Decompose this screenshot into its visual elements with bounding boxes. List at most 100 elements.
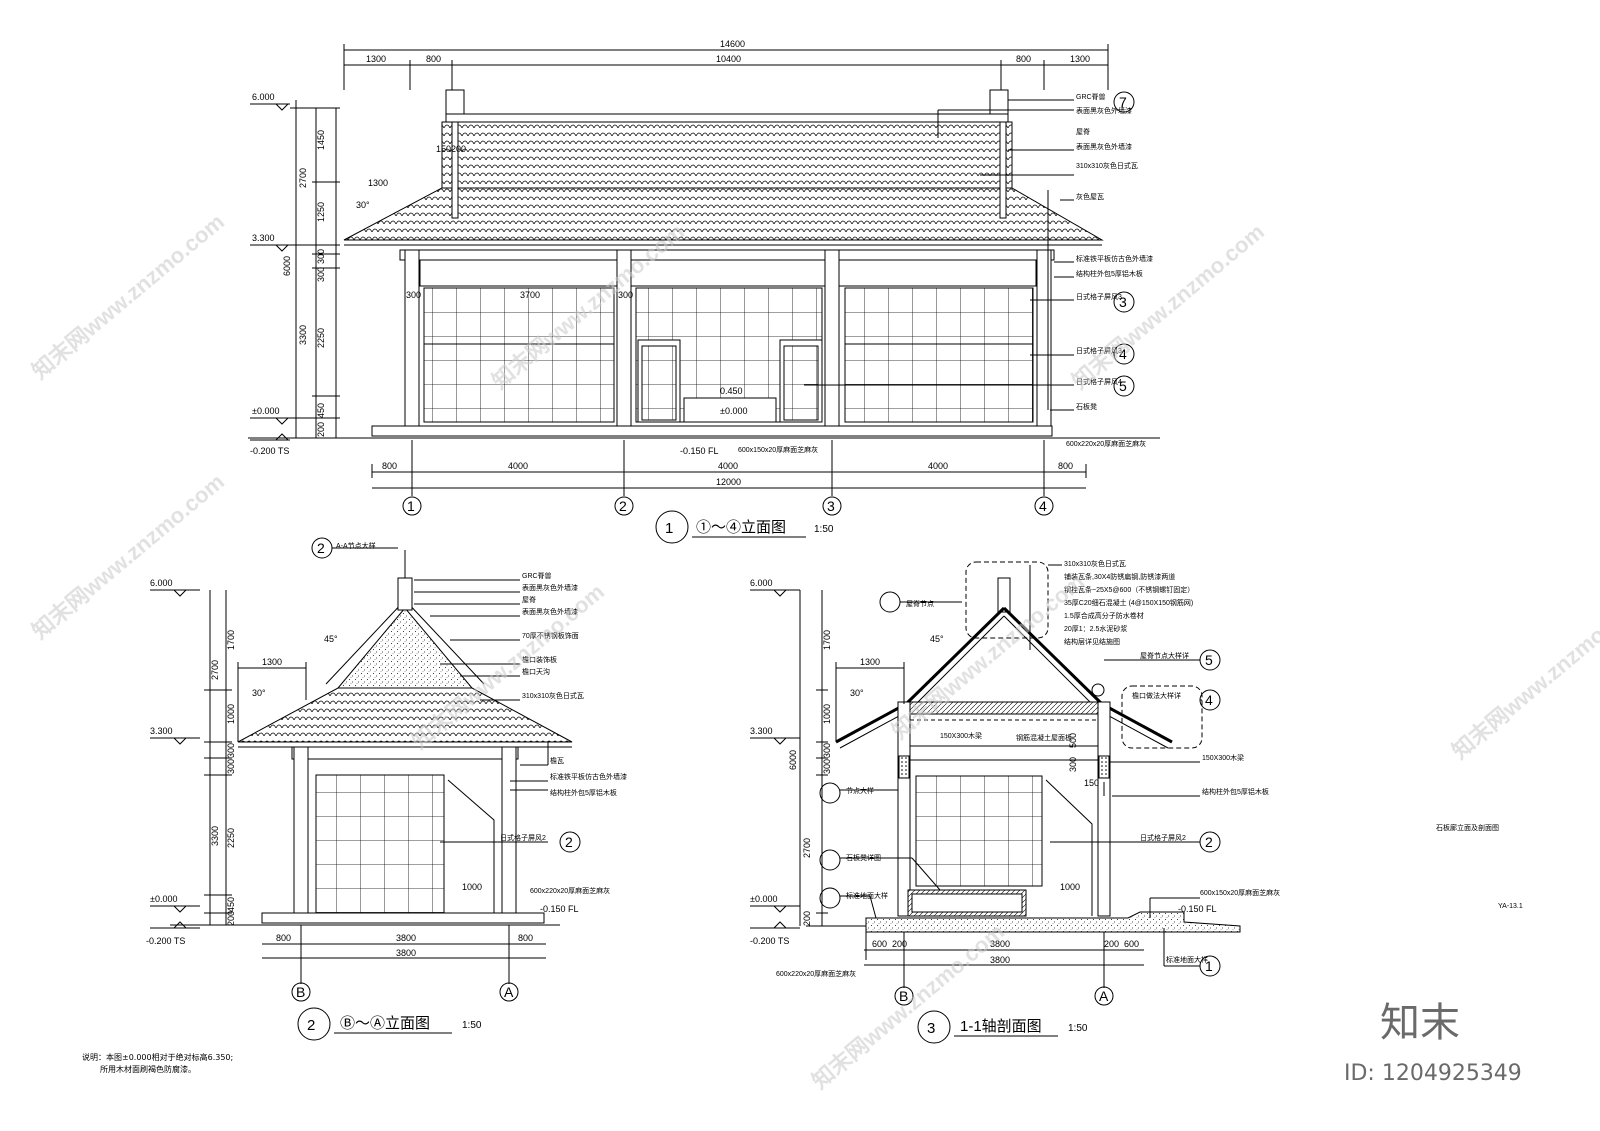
v3-bdim-left2: 200 — [892, 939, 907, 949]
v1-label-10: 日式格子屏风3 — [1076, 346, 1122, 355]
v1-eave-overhang: 1300 — [368, 178, 388, 188]
v3-vdim-1: 1700 — [822, 630, 832, 650]
v1-callout-5: 5 — [1119, 378, 1127, 394]
v1-title: ①～④立面图 — [696, 519, 786, 536]
v3-ceiling: 钢筋混凝土屋面板 — [1016, 733, 1072, 742]
view2-text: A-A节点大样 2 6.000 3.300 ±0.000 -0.200 TS 1… — [146, 540, 627, 1034]
v3-vdim-5: 2700 — [802, 838, 812, 858]
brand-logo: 知末 — [1380, 1000, 1460, 1046]
v1-post2: 300 — [618, 290, 633, 300]
v2-label-2: 表面黑灰色外墙漆 — [522, 583, 578, 592]
v1-bay-width: 3700 — [520, 290, 540, 300]
v3-bdim-left: 600 — [872, 939, 887, 949]
v1-vdim-7: 200 — [316, 422, 326, 437]
v3-roof-layer-2: 铺装瓦条,30X4防锈扁钢,防锈漆两道 — [1064, 572, 1175, 581]
v3-slope-top: 45° — [930, 634, 944, 644]
v3-bdim-right: 600 — [1124, 939, 1139, 949]
v3-paving-a: 600x150x20厚麻面芝麻灰 — [1200, 888, 1280, 897]
view2-elevation — [150, 537, 581, 1041]
v3-ridge-layer: 屋脊节点大样详 — [1140, 651, 1189, 660]
v3-dim500: 500 — [1068, 733, 1078, 748]
view3-text: 310x310灰色日式瓦 铺装瓦条,30X4防锈扁钢,防锈漆两道 钢挂瓦条~25… — [750, 559, 1280, 1037]
v1-bdim-bay3: 4000 — [928, 461, 948, 471]
v2-scale: 1:50 — [462, 1020, 482, 1031]
v2-vdim-9: 3300 — [210, 826, 220, 846]
v3-depth: 1000 — [1060, 882, 1080, 892]
v3-bdim-right2: 200 — [1104, 939, 1119, 949]
v2-vdim-6: 450 — [226, 897, 236, 912]
v2-label-9: 檐瓦 — [550, 756, 564, 765]
v2-vdim-2: 1000 — [226, 704, 236, 724]
v1-label-2: 表面黑灰色外墙漆 — [1076, 106, 1132, 115]
v3-vdim-2: 1000 — [822, 704, 832, 724]
v3-beam-r: 150X300木梁 — [1202, 753, 1244, 762]
v1-vdim-6: 450 — [316, 403, 326, 418]
v2-title-number: 2 — [307, 1017, 315, 1034]
watermark-6: 知末网www.znzmo.com — [887, 569, 1089, 744]
v1-dim-middle: 10400 — [716, 54, 741, 64]
v3-callout-5: 5 — [1205, 652, 1213, 668]
v1-label-6: 灰色屋瓦 — [1076, 192, 1104, 201]
v1-vdim-1: 1450 — [316, 130, 326, 150]
v3-level-floor: ±0.000 — [750, 894, 777, 904]
v1-callout-3: 3 — [1119, 294, 1127, 310]
v2-bdim-right: 800 — [518, 933, 533, 943]
v1-dim-total: 14600 — [720, 39, 745, 49]
v1-bdim-bay1: 4000 — [508, 461, 528, 471]
v3-dim150: 150 — [1084, 778, 1099, 788]
v3-level-ridge: 6.000 — [750, 578, 773, 588]
v1-label-7: 标准铁平板仿古色外墙漆 — [1076, 254, 1153, 263]
v1-label-4: 表面黑灰色外墙漆 — [1076, 142, 1132, 151]
v3-dim300: 300 — [1068, 757, 1078, 772]
v2-level-floor: ±0.000 — [150, 894, 177, 904]
sheet-info: 石板廊立面及剖面图 YA-13.1 说明：本图±0.000相对于绝对标高6.35… — [82, 823, 1523, 1086]
v2-label-11: 结构柱外包5厚铝木板 — [550, 788, 617, 797]
v3-overhang: 1300 — [860, 657, 880, 667]
v1-level-floor: ±0.000 — [252, 406, 279, 416]
v2-title: Ⓑ～Ⓐ立面图 — [340, 1015, 430, 1032]
v3-roof-layer-7: 结构层详见结施图 — [1064, 637, 1120, 646]
v1-callout-7: 7 — [1119, 94, 1127, 110]
v2-label-10: 标准铁平板仿古色外墙漆 — [550, 772, 627, 781]
watermark-4: 知末网www.znzmo.com — [27, 469, 229, 644]
v2-bdim-mid: 3800 — [396, 933, 416, 943]
watermark-8: 知末网www.znzmo.com — [807, 919, 1009, 1094]
v3-roof-layer-4: 35厚C20细石混凝土 (4@150X150钢筋网) — [1064, 598, 1193, 607]
v1-vdim-9: 3300 — [298, 325, 308, 345]
id-number: ID: 1204925349 — [1344, 1061, 1522, 1086]
v1-title-number: 1 — [665, 520, 673, 537]
v3-vdim-4: 300 — [822, 759, 832, 774]
v2-level-ridge: 6.000 — [150, 578, 173, 588]
v3-joint-detail: 节点大样 — [846, 786, 874, 795]
v3-fl: -0.150 FL — [1178, 904, 1217, 914]
v1-dim-right-inner: 800 — [1016, 54, 1031, 64]
v1-label-8: 结构柱外包5厚铝木板 — [1076, 269, 1143, 278]
v3-foot-detail: 标准地面大样 — [846, 891, 888, 900]
v3-callout-4: 4 — [1205, 692, 1213, 708]
v3-roof-layer-5: 1.5厚合成高分子防水卷材 — [1064, 611, 1144, 620]
v1-label-3: 屋脊 — [1076, 127, 1090, 136]
v2-label-5: 70厚不锈钢板饰面 — [522, 631, 579, 640]
general-note-2: 所用木材面刷褐色防腐漆。 — [100, 1064, 196, 1074]
v1-label-9: 日式格子屏风3 — [1076, 292, 1122, 301]
v1-level-ridge: 6.000 — [252, 92, 275, 102]
v2-label-8: 310x310灰色日式瓦 — [522, 691, 584, 700]
v2-vdim-5: 2250 — [226, 828, 236, 848]
v3-title-number: 3 — [927, 1020, 935, 1037]
v2-label-12: 日式格子屏风2 — [500, 833, 546, 842]
v1-axis-1: 1 — [407, 498, 415, 514]
v2-vdim-7: 200 — [226, 911, 236, 926]
v1-dim-left-outer: 1300 — [366, 54, 386, 64]
v1-inner-floor: ±0.000 — [720, 406, 747, 416]
v1-vdim-8: 2700 — [298, 168, 308, 188]
v2-bdim-left: 800 — [276, 933, 291, 943]
v3-vdim-7: 6000 — [788, 750, 798, 770]
v3-scale: 1:50 — [1068, 1023, 1088, 1034]
v1-scale: 1:50 — [814, 524, 834, 535]
v1-dim-right-outer: 1300 — [1070, 54, 1090, 64]
v3-roof-layer-6: 20厚1：2.5水泥砂浆 — [1064, 624, 1127, 633]
v2-label-1: GRC脊兽 — [522, 571, 552, 580]
v1-vdim-10: 6000 — [282, 256, 292, 276]
v3-paving-b: 600x220x20厚麻面芝麻灰 — [776, 969, 856, 978]
v2-paving: 600x220x20厚麻面芝麻灰 — [530, 886, 610, 895]
